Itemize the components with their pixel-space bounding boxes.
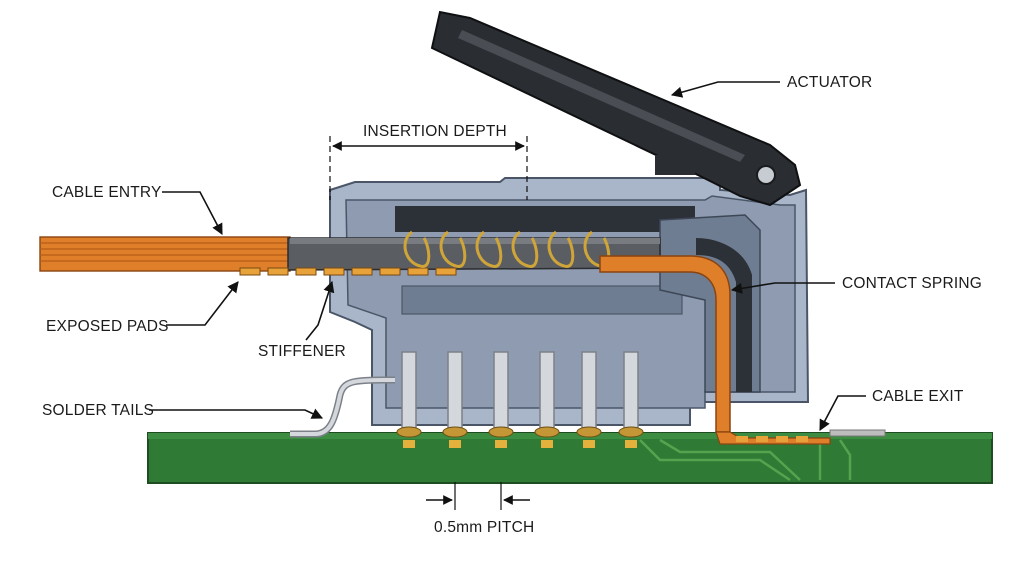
label-cable-exit: CABLE EXIT bbox=[872, 388, 964, 405]
label-exposed-pads: EXPOSED PADS bbox=[46, 318, 169, 335]
solder-tails bbox=[290, 351, 644, 448]
pcb-traces bbox=[639, 438, 852, 482]
leader-lines bbox=[149, 81, 866, 431]
cable-bend bbox=[599, 255, 886, 445]
pcb-board bbox=[147, 432, 993, 484]
insertion-depth-dimension bbox=[329, 136, 528, 200]
label-solder-tails: SOLDER TAILS bbox=[42, 402, 154, 419]
label-actuator: ACTUATOR bbox=[787, 74, 872, 91]
label-insertion-depth: INSERTION DEPTH bbox=[363, 123, 507, 140]
actuator bbox=[430, 10, 802, 207]
exposed-pads bbox=[239, 267, 457, 276]
flex-cable bbox=[39, 236, 291, 272]
label-pitch: 0.5mm PITCH bbox=[434, 519, 534, 536]
labels: ACTUATOR INSERTION DEPTH CABLE ENTRY CON… bbox=[42, 74, 982, 536]
label-contact-spring: CONTACT SPRING bbox=[842, 275, 982, 292]
pitch-dimension bbox=[426, 482, 530, 510]
label-cable-entry: CABLE ENTRY bbox=[52, 184, 162, 201]
label-stiffener: STIFFENER bbox=[258, 343, 346, 360]
